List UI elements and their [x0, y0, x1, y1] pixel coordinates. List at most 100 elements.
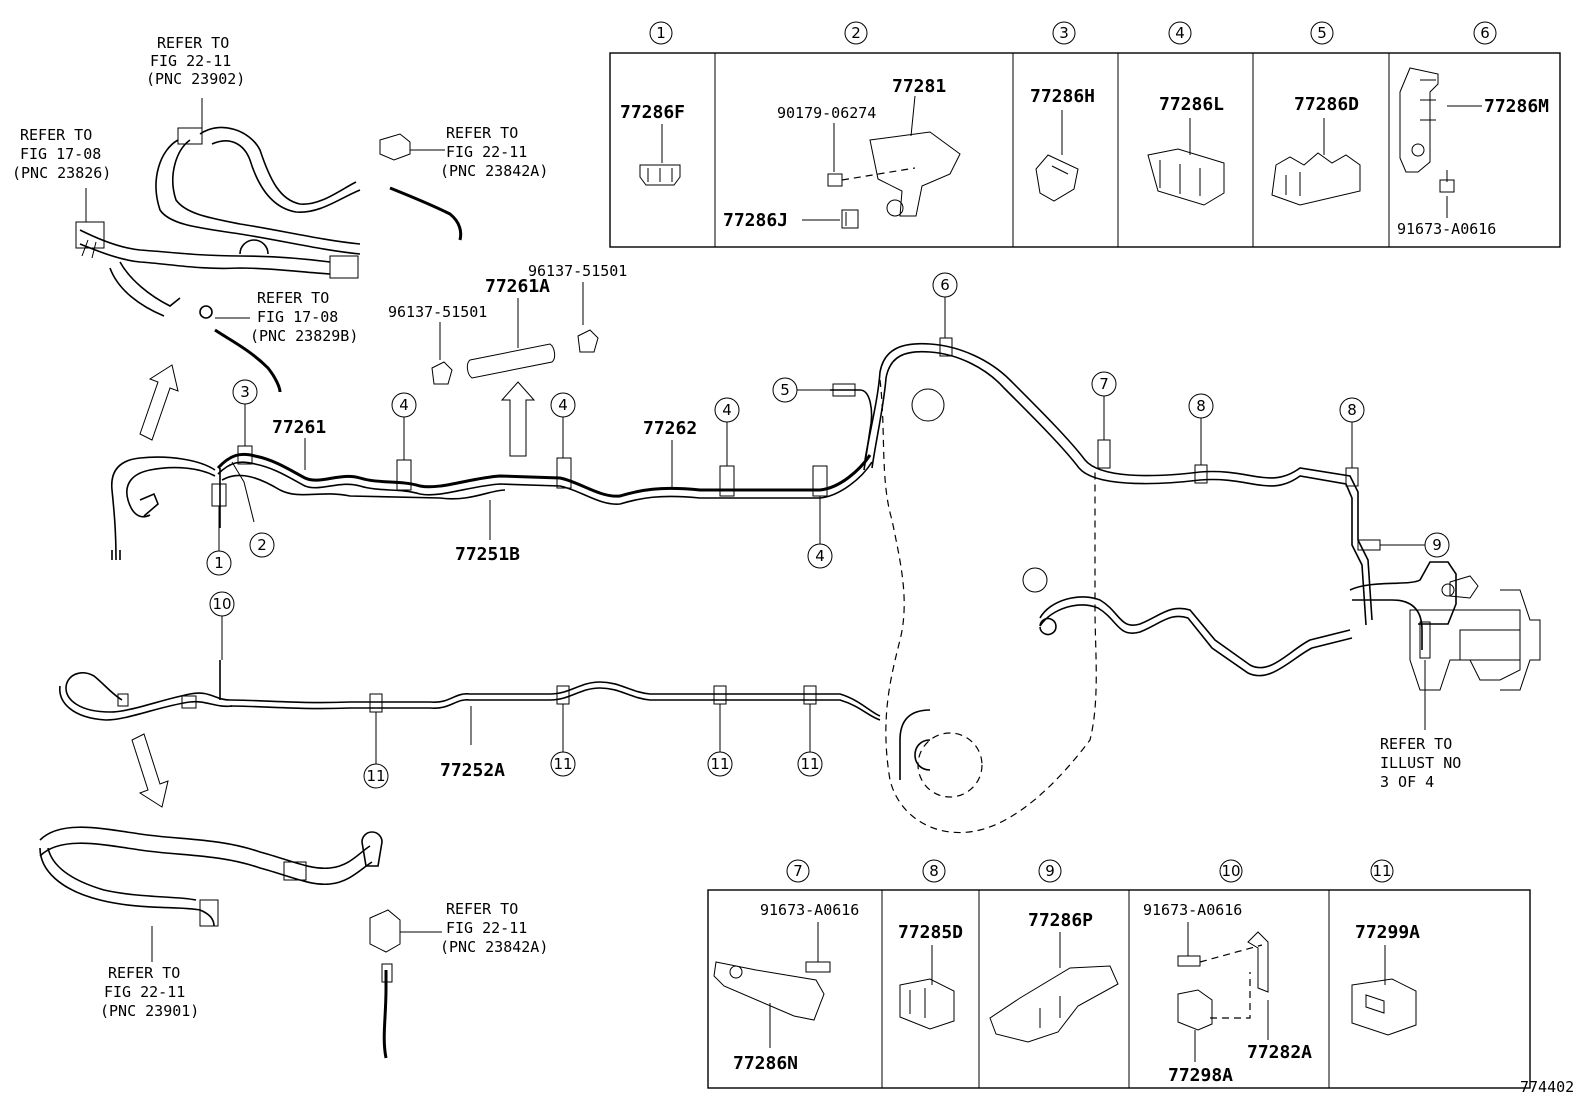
top-panel-cell-6-number: 6 — [1473, 21, 1497, 45]
part-77251B[interactable]: 77251B — [455, 544, 520, 565]
part-77286D[interactable]: 77286D — [1294, 94, 1359, 115]
bracket-77286N-drawing — [713, 961, 825, 1021]
part-91673-A0616-top[interactable]: 91673-A0616 — [1397, 220, 1496, 238]
ref-note-23829B[interactable]: REFER TO FIG 17-08 (PNC 23829B) — [250, 289, 358, 345]
callout-11d[interactable]: 11 — [797, 751, 823, 777]
part-77286H[interactable]: 77286H — [1030, 86, 1095, 107]
svg-text:REFER TO: REFER TO — [446, 900, 518, 918]
callout-4c[interactable]: 4 — [714, 397, 740, 423]
svg-text:4: 4 — [815, 547, 825, 565]
svg-text:11: 11 — [1372, 862, 1391, 880]
part-77286P[interactable]: 77286P — [1028, 910, 1093, 931]
part-77286N[interactable]: 77286N — [733, 1053, 798, 1074]
callout-4b[interactable]: 4 — [550, 392, 576, 418]
callout-7[interactable]: 7 — [1091, 371, 1117, 397]
svg-text:REFER TO: REFER TO — [20, 126, 92, 144]
clamp-11d — [803, 685, 817, 705]
callouts: 3 1 2 4 4 4 4 5 6 7 8 8 9 10 11 11 11 11 — [206, 272, 1450, 789]
svg-text:FIG 22-11: FIG 22-11 — [104, 983, 185, 1001]
top-panel-cell-5-number: 5 — [1310, 21, 1334, 45]
part-91673-A0616-cell7[interactable]: 91673-A0616 — [760, 901, 859, 919]
part-77299A[interactable]: 77299A — [1355, 922, 1420, 943]
top-panel-cell-1-number: 1 — [649, 21, 673, 45]
part-77252A[interactable]: 77252A — [440, 760, 505, 781]
svg-text:ILLUST NO: ILLUST NO — [1380, 754, 1461, 772]
ref-note-illust-3-of-4[interactable]: REFER TO ILLUST NO 3 OF 4 — [1380, 735, 1461, 791]
callout-3[interactable]: 3 — [232, 379, 258, 405]
svg-text:2: 2 — [851, 24, 861, 42]
main-part-labels: 77261 77262 77251B 77252A 77261A 96137-5… — [272, 262, 697, 781]
callout-1[interactable]: 1 — [206, 550, 232, 576]
svg-text:REFER TO: REFER TO — [108, 964, 180, 982]
clamp-11b — [556, 685, 570, 705]
callout-9[interactable]: 9 — [1424, 532, 1450, 558]
svg-text:11: 11 — [800, 755, 819, 773]
svg-text:FIG 17-08: FIG 17-08 — [257, 308, 338, 326]
svg-text:4: 4 — [399, 396, 409, 414]
svg-text:REFER TO: REFER TO — [1380, 735, 1452, 753]
clamp-11c — [713, 685, 727, 705]
ref-note-23902[interactable]: REFER TO FIG 22-11 (PNC 23902) — [146, 34, 245, 88]
svg-text:(PNC 23826): (PNC 23826) — [12, 164, 111, 182]
part-77261A[interactable]: 77261A — [485, 276, 550, 297]
callout-4d[interactable]: 4 — [807, 543, 833, 569]
callout-10[interactable]: 10 — [209, 591, 235, 617]
part-77282A[interactable]: 77282A — [1247, 1042, 1312, 1063]
hose-assembly-top-left — [75, 98, 463, 393]
bottom-panel-cell-7-number: 7 — [786, 859, 810, 883]
callout-2[interactable]: 2 — [249, 532, 275, 558]
callout-11c[interactable]: 11 — [707, 751, 733, 777]
part-77286L[interactable]: 77286L — [1159, 94, 1224, 115]
main-pipe-routing — [59, 337, 1541, 834]
svg-text:11: 11 — [710, 755, 729, 773]
svg-text:8: 8 — [929, 862, 939, 880]
svg-text:(PNC 23901): (PNC 23901) — [100, 1002, 199, 1020]
clip-77299A-drawing — [1351, 978, 1417, 1036]
clip-23842A-lower-drawing — [369, 909, 401, 953]
svg-text:FIG 17-08: FIG 17-08 — [20, 145, 101, 163]
callout-6[interactable]: 6 — [932, 272, 958, 298]
part-91673-A0616-cell10[interactable]: 91673-A0616 — [1143, 901, 1242, 919]
svg-text:4: 4 — [722, 401, 732, 419]
part-77262[interactable]: 77262 — [643, 418, 697, 439]
svg-text:6: 6 — [940, 276, 950, 294]
part-96137-51501-left[interactable]: 96137-51501 — [388, 303, 487, 321]
callout-5[interactable]: 5 — [772, 377, 798, 403]
callout-11b[interactable]: 11 — [550, 751, 576, 777]
callout-4a[interactable]: 4 — [391, 392, 417, 418]
ref-note-23842A-bottom[interactable]: REFER TO FIG 22-11 (PNC 23842A) — [440, 900, 548, 956]
clamp-6 — [939, 337, 953, 357]
part-77261[interactable]: 77261 — [272, 417, 326, 438]
bottom-panel-cell-8-number: 8 — [922, 859, 946, 883]
ref-note-23842A-top[interactable]: REFER TO FIG 22-11 (PNC 23842A) — [440, 124, 548, 180]
part-77286M[interactable]: 77286M — [1484, 96, 1549, 117]
part-77286F[interactable]: 77286F — [620, 102, 685, 123]
clip-77286P-drawing — [989, 965, 1119, 1043]
callout-8b[interactable]: 8 — [1339, 397, 1365, 423]
svg-text:1: 1 — [214, 554, 224, 572]
part-77298A[interactable]: 77298A — [1168, 1065, 1233, 1086]
callout-11a[interactable]: 11 — [363, 763, 389, 789]
svg-text:REFER TO: REFER TO — [157, 34, 229, 52]
part-96137-51501-right[interactable]: 96137-51501 — [528, 262, 627, 280]
svg-text:7: 7 — [793, 862, 803, 880]
top-panel-cell-3-number: 3 — [1052, 21, 1076, 45]
top-panel-cell-4-number: 4 — [1168, 21, 1192, 45]
ref-note-23826[interactable]: REFER TO FIG 17-08 (PNC 23826) — [12, 126, 111, 182]
svg-text:1: 1 — [656, 24, 666, 42]
part-77281[interactable]: 77281 — [892, 76, 946, 97]
clip-77286L-drawing — [1147, 148, 1225, 206]
diagram-id: 774402 — [1520, 1078, 1574, 1096]
clamp-11a — [369, 693, 383, 713]
svg-text:4: 4 — [1175, 24, 1185, 42]
part-77286J[interactable]: 77286J — [723, 210, 788, 231]
part-77285D[interactable]: 77285D — [898, 922, 963, 943]
svg-text:4: 4 — [558, 396, 568, 414]
arrow-down-icon — [131, 733, 169, 808]
callout-8a[interactable]: 8 — [1188, 393, 1214, 419]
ref-note-23901[interactable]: REFER TO FIG 22-11 (PNC 23901) — [100, 964, 199, 1020]
svg-text:3: 3 — [240, 383, 250, 401]
bottom-parts-panel: 7 8 9 10 11 91673-A0616 77286N 77285D 77… — [707, 859, 1531, 1089]
svg-text:10: 10 — [1221, 862, 1240, 880]
part-90179-06274[interactable]: 90179-06274 — [777, 104, 876, 122]
